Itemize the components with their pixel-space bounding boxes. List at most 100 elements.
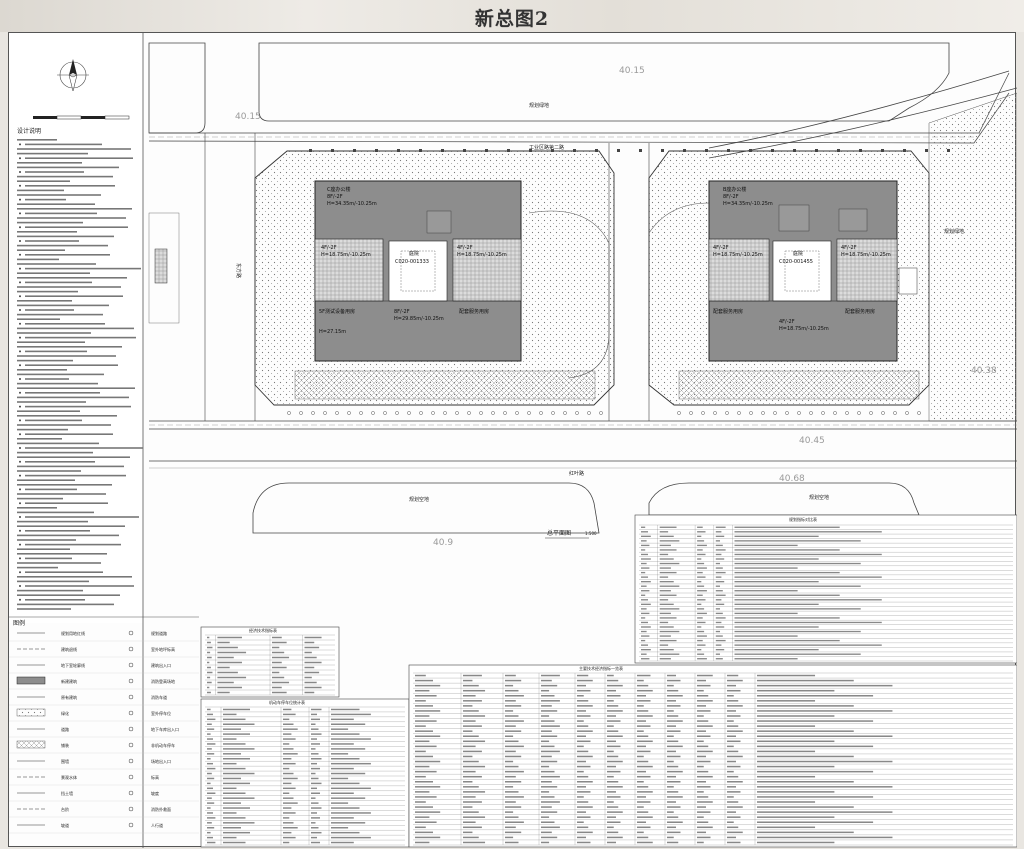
- table-main-title: 主要技术经济指标一览表: [579, 665, 623, 671]
- legend-label: 铺装: [61, 742, 69, 748]
- header-strip: [0, 0, 1024, 32]
- legend-heading: 图例: [13, 619, 25, 627]
- building-c-height: H=34.35m/-10.25m: [327, 201, 377, 207]
- open-label-1: 规划空地: [409, 496, 429, 503]
- table-parking-title: 机动车停车位统计表: [269, 699, 305, 705]
- site-plan-area: C座办公楼 8F/-2F H=34.35m/-10.25m 4F/-2F H=1…: [148, 42, 1017, 548]
- legend-label: 坡道: [61, 822, 69, 828]
- legend-label-2: 场地出入口: [151, 758, 171, 764]
- legend-label: 道路: [61, 726, 69, 732]
- legend-label-2: 消防扑救面: [151, 806, 171, 812]
- building-c-floors: 8F/-2F: [327, 194, 343, 200]
- legend-row: 建筑退线 室外地坪标高: [9, 646, 199, 658]
- open-label-2: 规划空地: [809, 494, 829, 501]
- elevation-2: 40.15: [235, 112, 261, 122]
- notes-column: 设计说明: [9, 33, 144, 848]
- elevation-3: 40.38: [971, 366, 997, 376]
- building-c-court-code: C020-001333: [395, 259, 429, 265]
- table-main-indicators: 主要技术经济指标一览表: [408, 664, 1017, 848]
- elevation-6: 40.9: [433, 538, 453, 548]
- legend-label-2: 规划道路: [151, 630, 167, 636]
- road-left-label: 东方路: [235, 263, 242, 278]
- legend-row: 围墙 场地出入口: [9, 758, 199, 770]
- building-b-bottom-right-name: 配套服务用房: [845, 308, 875, 315]
- building-c-court-label: 庭院: [409, 250, 419, 257]
- legend-label-2: 建筑出入口: [151, 662, 171, 668]
- elevation-4: 40.45: [799, 436, 825, 446]
- table-parking: 机动车停车位统计表: [200, 698, 410, 848]
- road-bottom-label: 红叶路: [569, 470, 584, 477]
- notes-heading: 设计说明: [17, 127, 41, 135]
- building-b-wing-left-floors: 4F/-2F: [713, 245, 729, 251]
- building-b-wing-right-floors: 4F/-2F: [841, 245, 857, 251]
- plan-scale: 1:500: [585, 531, 597, 536]
- building-b-floors: 8F/-2F: [723, 194, 739, 200]
- building-c: C座办公楼 8F/-2F H=34.35m/-10.25m 4F/-2F H=1…: [314, 180, 522, 362]
- drawing-sheet: 设计说明 图例 规划用地红线 规划道路建筑退线 室外地坪标高地下室轮廓线 建筑出入口新…: [8, 32, 1017, 848]
- legend-row: 坡道 人行道: [9, 822, 199, 834]
- building-b-bottom-mid-floors: 4F/-2F: [779, 319, 795, 325]
- table-comparison: 规划指标对比表: [634, 514, 1017, 664]
- road-top-label: 工业区路第二路: [529, 144, 564, 151]
- plan-label: 总平面图: [547, 529, 571, 537]
- legend-row: 地下室轮廓线 建筑出入口: [9, 662, 199, 674]
- building-b: B座办公楼 8F/-2F H=34.35m/-10.25m 4F/-2F H=1…: [708, 180, 898, 362]
- building-c-wing-left-floors: 4F/-2F: [321, 245, 337, 251]
- scale-bar: [33, 115, 130, 120]
- legend-label-2: 消防登高场地: [151, 678, 175, 684]
- legend-label: 新建建筑: [61, 678, 77, 684]
- legend-label-2: 消防车道: [151, 694, 167, 700]
- legend-label-2: 室外停车位: [151, 710, 171, 716]
- legend-label: 挡土墙: [61, 790, 73, 796]
- legend-row: 新建建筑 消防登高场地: [9, 676, 199, 690]
- building-c-bottom-mid-floors: 8F/-2F: [394, 309, 410, 315]
- legend-label: 地下室轮廓线: [61, 662, 85, 668]
- legend-label-2: 非机动车停车: [151, 742, 175, 748]
- legend-row: 原有建筑 消防车道: [9, 694, 199, 706]
- legend-label-2: 坡度: [151, 790, 159, 796]
- legend-row: 道路 地下车库出入口: [9, 726, 199, 738]
- legend-row: 景观水体 标高: [9, 774, 199, 786]
- legend-label-2: 地下车库出入口: [151, 726, 179, 732]
- legend-label: 台阶: [61, 806, 69, 812]
- building-b-bottom-mid-height: H=18.75m/-10.25m: [779, 326, 829, 332]
- legend-panel: 图例 规划用地红线规划道路建筑退线室外地坪标高地下室轮廓线建筑出入口新建建筑消防…: [9, 616, 199, 834]
- elevation-5: 40.68: [779, 474, 805, 484]
- legend-row: 台阶 消防扑救面: [9, 806, 199, 818]
- legend-label: 景观水体: [61, 774, 77, 780]
- building-c-bottom-right-name: 配套服务用房: [459, 308, 489, 315]
- legend-row: 挡土墙 坡度: [9, 790, 199, 802]
- table-comparison-title: 规划指标对比表: [789, 516, 817, 522]
- elevation-1: 40.15: [619, 66, 645, 76]
- building-b-name: B座办公楼: [723, 186, 746, 193]
- notes-text-lines: [17, 139, 143, 610]
- building-c-wing-right-floors: 4F/-2F: [457, 245, 473, 251]
- building-b-wing-left-height: H=18.75m/-10.25m: [713, 252, 763, 258]
- building-c-bottom-left-name: 5F测试设备用房: [319, 308, 355, 315]
- building-b-wing-right-height: H=18.75m/-10.25m: [841, 252, 891, 258]
- table-economic: 经济技术指标表: [200, 626, 340, 698]
- building-c-bottom-mid-height: H=29.85m/-10.25m: [394, 316, 444, 322]
- legend-label-2: 室外地坪标高: [151, 646, 175, 652]
- legend-label-2: 人行道: [151, 822, 163, 828]
- green-label-1: 规划绿地: [529, 102, 549, 109]
- building-b-court-code: C020-001455: [779, 259, 813, 265]
- building-c-wing-right-height: H=18.75m/-10.25m: [457, 252, 507, 258]
- legend-label: 绿化: [61, 710, 69, 716]
- table-economic-title: 经济技术指标表: [249, 627, 277, 633]
- building-b-bottom-left-name: 配套服务用房: [713, 308, 743, 315]
- building-c-name: C座办公楼: [327, 186, 351, 193]
- building-b-height: H=34.35m/-10.25m: [723, 201, 773, 207]
- legend-label-2: 标高: [151, 774, 159, 780]
- north-arrow-icon: [57, 59, 89, 92]
- building-c-bottom-left-height: H=27.15m: [319, 329, 346, 335]
- legend-row: 绿化 室外停车位: [9, 708, 199, 722]
- building-c-wing-left-height: H=18.75m/-10.25m: [321, 252, 371, 258]
- green-label-2: 规划绿地: [944, 228, 964, 235]
- page-title: 新总图2: [474, 8, 550, 30]
- legend-label: 建筑退线: [61, 646, 77, 652]
- legend-label: 原有建筑: [61, 694, 77, 700]
- legend-label: 围墙: [61, 758, 69, 764]
- legend-label: 规划用地红线: [61, 630, 85, 636]
